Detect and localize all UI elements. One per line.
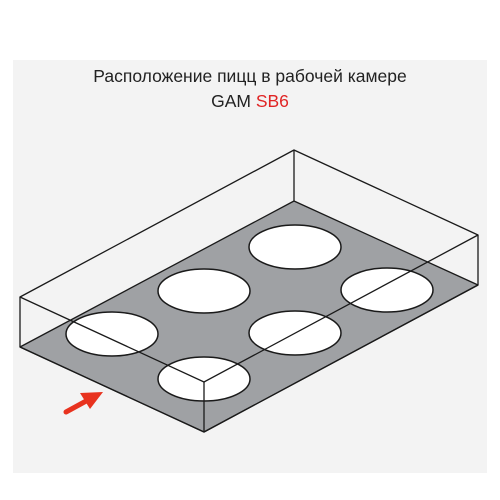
chamber-box-outline: [19, 149, 479, 433]
pizza-4: [65, 311, 159, 357]
diagram-title: Расположение пицц в рабочей камере: [93, 66, 407, 86]
red-arrow-icon: [63, 392, 103, 415]
chamber-bottom-edge: [19, 284, 479, 433]
model-code: SB6: [255, 91, 289, 111]
pizza-2: [157, 268, 251, 314]
model-brand: GAM: [211, 91, 256, 111]
pizza-3: [340, 267, 434, 313]
diagram-subtitle: GAM SB6: [0, 91, 500, 112]
pizza-1: [248, 224, 342, 270]
pizza-layout: [65, 224, 434, 402]
